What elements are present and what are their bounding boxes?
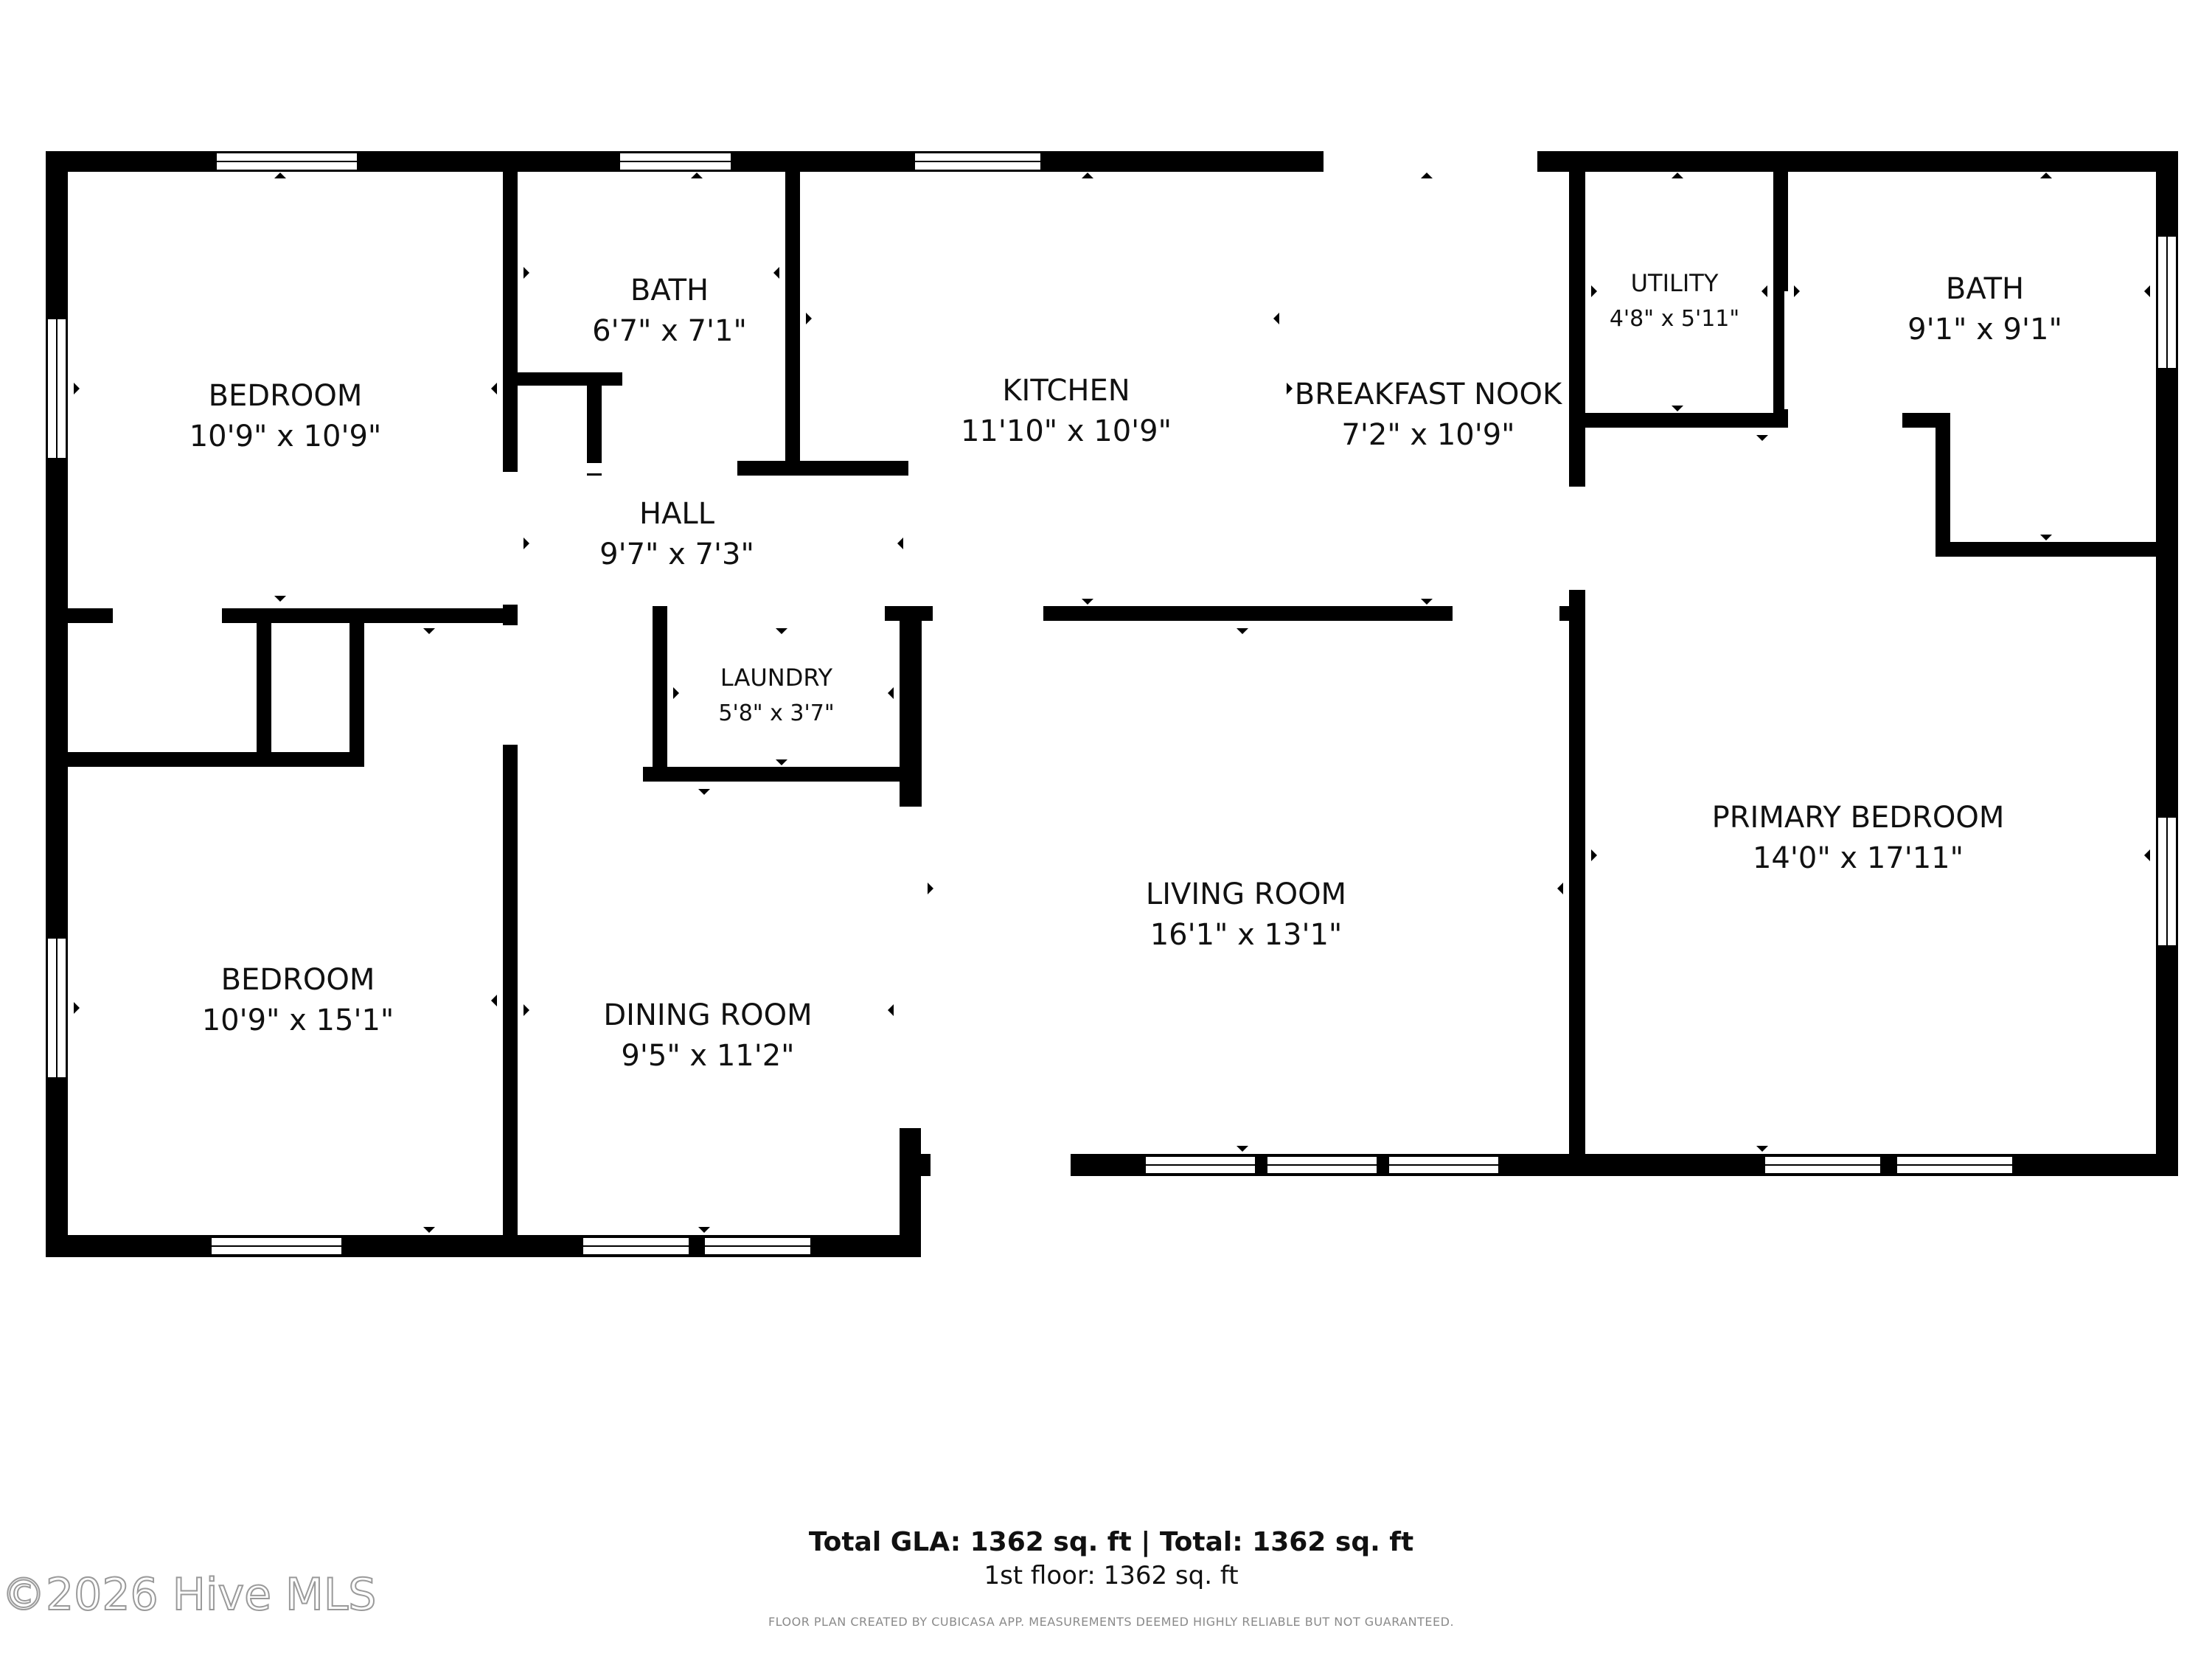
window-icon (914, 152, 1042, 171)
window-icon (1388, 1155, 1500, 1175)
copyright-watermark: ©2026 Hive MLS (1, 1569, 376, 1621)
svg-text:9'5" x 11'2": 9'5" x 11'2" (621, 1039, 794, 1073)
svg-text:PRIMARY BEDROOM: PRIMARY BEDROOM (1712, 801, 2005, 835)
room-labels: BEDROOM 10'9" x 10'9" BATH 6'7" x 7'1" K… (189, 269, 2062, 1073)
room-label-bedroom-2: BEDROOM 10'9" x 15'1" (202, 963, 394, 1037)
windows (46, 152, 2177, 1256)
svg-text:9'7" x 7'3": 9'7" x 7'3" (599, 538, 754, 571)
svg-text:BEDROOM: BEDROOM (209, 379, 363, 413)
svg-text:KITCHEN: KITCHEN (1002, 374, 1130, 408)
openings (113, 149, 1899, 1178)
window-icon (46, 937, 67, 1079)
window-icon (215, 152, 358, 171)
room-label-breakfast-nook: BREAKFAST NOOK 7'2" x 10'9" (1295, 378, 1563, 452)
svg-text:6'7" x 7'1": 6'7" x 7'1" (592, 314, 747, 348)
disclaimer-text: FLOOR PLAN CREATED BY CUBICASA APP. MEAS… (768, 1615, 1454, 1629)
window-icon (582, 1237, 690, 1256)
svg-text:BATH: BATH (630, 274, 709, 307)
window-icon (210, 1237, 343, 1256)
svg-text:5'8" x 3'7": 5'8" x 3'7" (718, 700, 834, 726)
svg-text:UTILITY: UTILITY (1631, 269, 1719, 297)
room-label-dining-room: DINING ROOM 9'5" x 11'2" (603, 998, 812, 1073)
dimension-ticks (74, 173, 2150, 1233)
walls (46, 151, 2178, 1257)
room-label-bedroom-1: BEDROOM 10'9" x 10'9" (189, 379, 382, 453)
svg-text:HALL: HALL (639, 497, 715, 531)
svg-text:LAUNDRY: LAUNDRY (720, 664, 833, 692)
svg-text:BREAKFAST NOOK: BREAKFAST NOOK (1295, 378, 1563, 411)
room-label-utility: UTILITY 4'8" x 5'11" (1610, 269, 1739, 332)
svg-text:16'1" x 13'1": 16'1" x 13'1" (1150, 918, 1343, 952)
room-label-living-room: LIVING ROOM 16'1" x 13'1" (1146, 877, 1346, 952)
room-label-laundry: LAUNDRY 5'8" x 3'7" (718, 664, 834, 726)
window-icon (1764, 1155, 1882, 1175)
window-icon (1266, 1155, 1378, 1175)
svg-text:10'9" x 15'1": 10'9" x 15'1" (202, 1004, 394, 1037)
window-icon (46, 318, 67, 459)
svg-text:BATH: BATH (1946, 272, 2024, 306)
svg-text:4'8" x 5'11": 4'8" x 5'11" (1610, 306, 1739, 332)
window-icon (703, 1237, 812, 1256)
svg-text:10'9" x 10'9": 10'9" x 10'9" (189, 420, 382, 453)
svg-text:9'1" x 9'1": 9'1" x 9'1" (1907, 313, 2062, 347)
svg-text:DINING ROOM: DINING ROOM (603, 998, 812, 1032)
svg-text:14'0" x 17'11": 14'0" x 17'11" (1753, 841, 1964, 875)
window-icon (619, 152, 732, 171)
svg-text:LIVING ROOM: LIVING ROOM (1146, 877, 1346, 911)
window-icon (1144, 1155, 1256, 1175)
window-icon (2157, 816, 2177, 947)
room-label-hall: HALL 9'7" x 7'3" (599, 497, 754, 571)
window-icon (1896, 1155, 2014, 1175)
room-label-bath-2: BATH 9'1" x 9'1" (1907, 272, 2062, 347)
total-area-label: Total GLA: 1362 sq. ft | Total: 1362 sq.… (809, 1527, 1413, 1557)
room-label-bath-1: BATH 6'7" x 7'1" (592, 274, 747, 348)
svg-text:11'10" x 10'9": 11'10" x 10'9" (961, 414, 1172, 448)
svg-text:7'2" x 10'9": 7'2" x 10'9" (1341, 418, 1514, 452)
room-label-kitchen: KITCHEN 11'10" x 10'9" (961, 374, 1172, 448)
svg-text:BEDROOM: BEDROOM (221, 963, 375, 997)
floor-area-label: 1st floor: 1362 sq. ft (984, 1561, 1238, 1590)
window-icon (2157, 235, 2177, 369)
room-label-primary-bedroom: PRIMARY BEDROOM 14'0" x 17'11" (1712, 801, 2005, 875)
